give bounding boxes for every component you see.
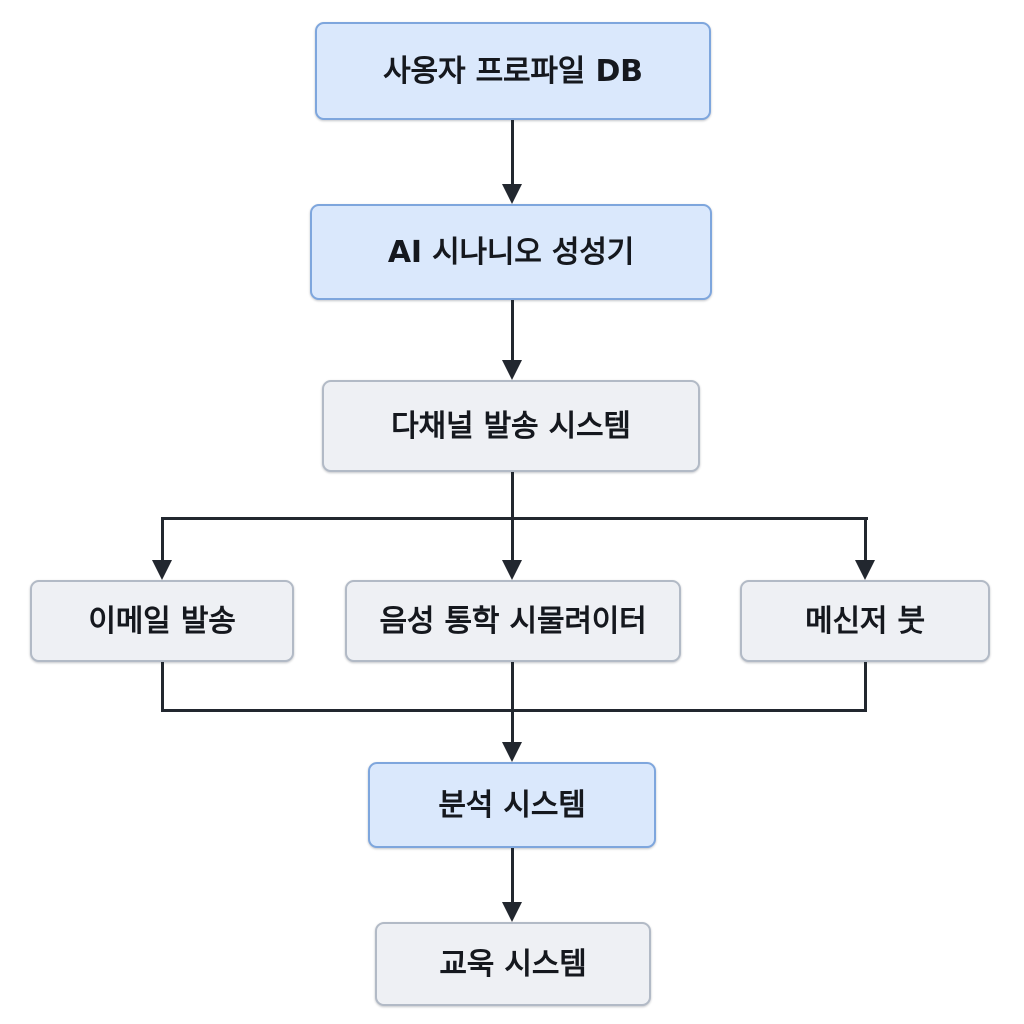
edge-analytics-to-training-line	[511, 848, 514, 904]
node-label: AI 시나니오 성성기	[387, 234, 635, 270]
node-label: 분석 시스템	[438, 787, 586, 823]
edge-multichannel-to-voice-arrow	[502, 560, 522, 580]
node-user-profile-db[interactable]: 사옹자 프로파일 DB	[315, 22, 711, 120]
node-analytics-system[interactable]: 분석 시스템	[368, 762, 656, 848]
edge-voice-to-analytics-line	[511, 662, 514, 712]
edge-multichannel-to-voice-line	[511, 517, 514, 563]
edge-multichannel-bus	[162, 517, 868, 520]
node-training-system[interactable]: 교욱 시스템	[375, 922, 651, 1006]
edge-db-to-generator-arrow	[502, 184, 522, 204]
edge-messenger-to-analytics-line	[864, 662, 867, 712]
node-voice-call-simulator[interactable]: 음성 통학 시물려이터	[345, 580, 681, 662]
edge-multichannel-to-messenger-line	[864, 517, 867, 563]
node-label: 다채널 발송 시스템	[391, 408, 631, 444]
node-messenger-bot[interactable]: 메신저 붓	[740, 580, 990, 662]
edge-generator-to-multichannel-line	[511, 300, 514, 362]
edge-analytics-merge-bus	[161, 709, 867, 712]
edge-multichannel-stem	[511, 472, 514, 520]
node-multichannel-send-system[interactable]: 다채널 발송 시스템	[322, 380, 700, 472]
edge-generator-to-multichannel-arrow	[502, 360, 522, 380]
edge-db-to-generator-line	[511, 120, 514, 186]
node-ai-scenario-generator[interactable]: AI 시나니오 성성기	[310, 204, 712, 300]
edge-multichannel-to-email-line	[161, 517, 164, 563]
edge-merge-to-analytics-arrow	[502, 742, 522, 762]
edge-analytics-to-training-arrow	[502, 902, 522, 922]
node-email-send[interactable]: 이메일 발송	[30, 580, 294, 662]
edge-multichannel-to-email-arrow	[152, 560, 172, 580]
node-label: 교욱 시스템	[439, 946, 587, 982]
node-label: 메신저 붓	[805, 603, 925, 639]
edge-multichannel-to-messenger-arrow	[855, 560, 875, 580]
edge-email-to-analytics-line	[161, 662, 164, 712]
node-label: 사옹자 프로파일 DB	[383, 53, 643, 89]
node-label: 음성 통학 시물려이터	[379, 603, 647, 639]
node-label: 이메일 발송	[88, 603, 236, 639]
edge-analytics-stem	[511, 709, 514, 745]
